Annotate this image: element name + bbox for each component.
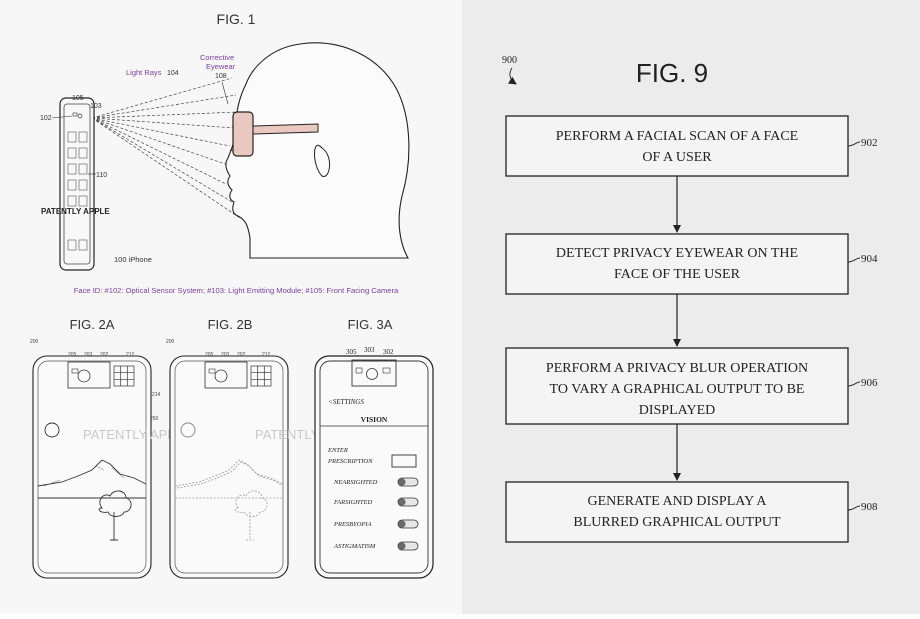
fig2a-title: FIG. 2A — [70, 317, 115, 332]
flow-box-904 — [505, 233, 849, 295]
fig2b-phone — [169, 355, 289, 579]
option-label: ASTIGMATISM — [333, 543, 376, 550]
settings-back-link[interactable]: <SETTINGS — [328, 398, 364, 406]
iphone-device — [59, 97, 95, 271]
fig3a-title: FIG. 3A — [348, 317, 393, 332]
step-text: GENERATE AND DISPLAY A — [587, 494, 767, 509]
enter-label-2: PRESCRIPTION — [327, 458, 373, 465]
fig2a-num-203: 203 — [84, 352, 93, 358]
fig2a-num-205: 205 — [68, 352, 77, 358]
left-panel: FIG. 1 — [0, 0, 462, 614]
fig2b-num-200: 200 — [166, 339, 175, 345]
right-panel-fig9: 900 FIG. 9 PERFORM A FACIAL SCAN OF A FA… — [462, 0, 920, 614]
fig9-flowchart-svg: 900 FIG. 9 PERFORM A FACIAL SCAN OF A FA… — [502, 55, 878, 543]
left-figures-svg: FIG. 1 — [30, 11, 434, 579]
fig1-caption: Face ID: #102: Optical Sensor System; #1… — [74, 286, 399, 295]
option-label: PRESBYOPIA — [333, 521, 372, 528]
fig2b-num-212: 212 — [262, 352, 271, 358]
app-icons-grid — [67, 131, 88, 251]
step-text: PERFORM A PRIVACY BLUR OPERATION — [546, 361, 808, 376]
step-text: FACE OF THE USER — [614, 267, 741, 282]
fig2a-num-214: 214 — [152, 392, 161, 398]
watermark-fig1: PATENTLY APPLE — [41, 207, 110, 216]
fig2b-num-205: 205 — [205, 352, 214, 358]
step-ref: 908 — [861, 501, 878, 513]
fig2a-phone — [32, 355, 152, 579]
option-astigmatism: ASTIGMATISM — [333, 541, 419, 551]
fig2b-grid — [250, 365, 272, 387]
fig2b-blurred-landscape — [174, 459, 284, 541]
flow-box-908 — [505, 481, 849, 543]
fig3a-num-305: 305 — [346, 348, 357, 356]
option-label: FARSIGHTED — [333, 499, 372, 506]
flow-step-904: DETECT PRIVACY EYEWEAR ON THE FACE OF TH… — [505, 233, 878, 295]
step-text: DISPLAYED — [639, 403, 716, 418]
fig1-title: FIG. 1 — [217, 11, 256, 27]
fig3a-num-303: 303 — [364, 346, 375, 354]
fig2a-num-202: 202 — [100, 352, 109, 358]
num-102: 102 — [40, 115, 52, 122]
fig3a-num-302: 302 — [383, 348, 394, 356]
flow-step-902: PERFORM A FACIAL SCAN OF A FACE OF A USE… — [505, 115, 878, 177]
step-ref: 904 — [861, 253, 878, 265]
step-text: OF A USER — [642, 150, 712, 165]
iphone-label: 100 iPhone — [114, 255, 152, 264]
num-103: 103 — [90, 103, 102, 110]
option-nearsighted: NEARSIGHTED — [333, 477, 419, 487]
fig2a-num-200: 200 — [30, 339, 39, 345]
light-rays — [91, 77, 241, 219]
flow-step-906: PERFORM A PRIVACY BLUR OPERATION TO VARY… — [505, 347, 878, 425]
ear — [314, 144, 330, 177]
vision-heading: VISION — [361, 415, 388, 424]
step-text: BLURRED GRAPHICAL OUTPUT — [573, 515, 781, 530]
flow-step-908: GENERATE AND DISPLAY A BLURRED GRAPHICAL… — [505, 481, 878, 543]
option-label: NEARSIGHTED — [333, 479, 378, 486]
step-text: TO VARY A GRAPHICAL OUTPUT TO BE — [550, 382, 805, 397]
vision-options: NEARSIGHTED FARSIGHTED PRESBYOPIA ASTIGM… — [333, 477, 419, 551]
fig2a-tree — [98, 490, 132, 541]
option-farsighted: FARSIGHTED — [333, 497, 419, 507]
fig2a-watermark: PATENTLY APPLE — [83, 427, 192, 442]
fig2b-title: FIG. 2B — [208, 317, 253, 332]
corrective-eyewear — [232, 111, 319, 157]
num-110: 110 — [96, 172, 107, 179]
flow-box-906 — [505, 347, 849, 425]
num-104: 104 — [167, 70, 179, 77]
step-text: DETECT PRIVACY EYEWEAR ON THE — [556, 246, 798, 261]
label-corrective: Corrective — [200, 53, 234, 62]
enter-label-1: ENTER — [327, 447, 348, 454]
fig2a-num-212: 212 — [126, 352, 135, 358]
fig2b-num-202: 202 — [237, 352, 246, 358]
fig2a-num-250: 250 — [150, 416, 159, 422]
step-ref: 902 — [861, 137, 878, 149]
fig9-ref-arrow — [507, 67, 517, 85]
num-105: 105 — [72, 95, 84, 102]
fig2a-grid — [113, 365, 135, 387]
step-text: PERFORM A FACIAL SCAN OF A FACE — [556, 129, 798, 144]
fig9-ref-900: 900 — [502, 55, 517, 66]
num-108: 108 — [215, 73, 227, 80]
step-ref: 906 — [861, 377, 878, 389]
fig9-title: FIG. 9 — [636, 58, 708, 88]
label-light-rays: Light Rays — [126, 68, 162, 77]
fig2b-num-203: 203 — [221, 352, 230, 358]
label-eyewear: Eyewear — [206, 62, 236, 71]
flow-box-902 — [505, 115, 849, 177]
option-presbyopia: PRESBYOPIA — [333, 519, 419, 529]
